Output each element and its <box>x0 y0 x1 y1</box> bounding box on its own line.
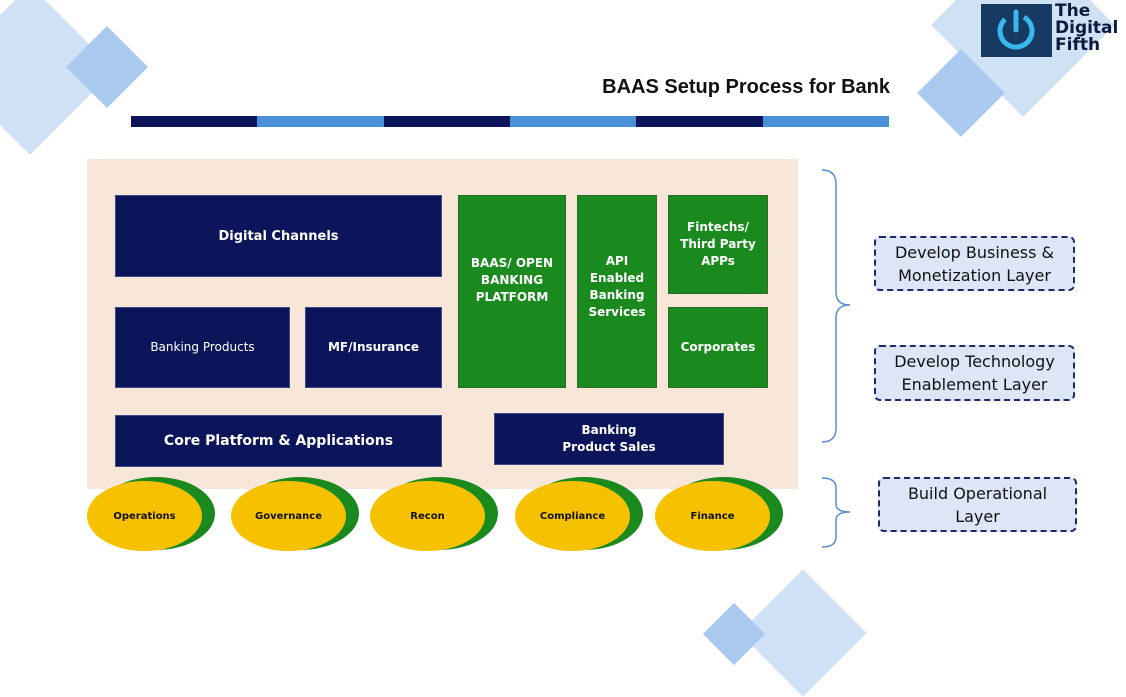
stripe-segment <box>131 116 258 127</box>
fintech-label-line-3: APPs <box>701 254 735 268</box>
baas-label-line-1: BAAS/ OPEN <box>470 256 554 270</box>
operational-layer: Build Operational Layer <box>878 477 1077 532</box>
business-monetization-layer: Develop Business & Monetization Layer <box>874 236 1075 291</box>
banking-product-sales-box: Banking Product Sales <box>494 413 724 465</box>
api-label-line-3: Banking <box>589 287 645 302</box>
stripe-segment <box>509 116 637 127</box>
digital-channels-label: Digital Channels <box>218 228 339 244</box>
operational-item-label: Compliance <box>515 481 630 551</box>
banking-products-box: Banking Products <box>115 307 290 388</box>
core-platform-label: Core Platform & Applications <box>163 433 394 449</box>
business-layer-line-2: Monetization Layer <box>898 265 1051 285</box>
logo-line-1: The <box>1055 1 1091 21</box>
mf-insurance-label: MF/Insurance <box>327 340 420 354</box>
operational-item-label: Operations <box>87 481 202 551</box>
power-icon <box>997 9 1035 50</box>
api-label-line-4: Services <box>588 304 646 319</box>
operational-item-label: Recon <box>370 481 485 551</box>
operational-item-label: Finance <box>655 481 770 551</box>
brace-lower <box>821 477 851 548</box>
stripe-segment <box>257 116 384 127</box>
decor-diamond-bottom-right-small <box>702 602 766 666</box>
stripe-segment <box>762 116 889 127</box>
brace-upper <box>821 169 851 443</box>
operational-item-label: Governance <box>231 481 346 551</box>
technology-layer-line-2: Enablement Layer <box>901 375 1048 394</box>
api-label-line-2: Enabled <box>589 270 645 285</box>
operational-layer-line-1: Build Operational <box>907 483 1048 503</box>
logo-line-3: Fifth <box>1055 35 1101 55</box>
core-platform-box: Core Platform & Applications <box>115 415 442 467</box>
stripe-segment <box>636 116 763 127</box>
corporates-box: Corporates <box>668 307 768 388</box>
logo-wordmark: The Digital Fifth <box>1055 3 1125 54</box>
operational-item-governance: Governance <box>231 477 361 552</box>
business-layer-line-1: Develop Business & <box>894 242 1055 262</box>
operational-layer-line-2: Layer <box>955 506 1000 526</box>
fintech-label-line-1: Fintechs/ <box>687 220 749 234</box>
fintech-label-line-2: Third Party <box>680 237 756 251</box>
baas-platform-box: BAAS/ OPEN BANKING PLATFORM <box>458 195 566 388</box>
operational-item-operations: Operations <box>87 477 217 552</box>
title-underline-stripe <box>131 116 889 127</box>
stripe-segment <box>383 116 510 127</box>
baas-label-line-2: BANKING <box>480 273 544 287</box>
operational-item-recon: Recon <box>370 477 500 552</box>
operational-item-compliance: Compliance <box>515 477 645 552</box>
fintech-apps-box: Fintechs/ Third Party APPs <box>668 195 768 294</box>
sales-label-line-2: Product Sales <box>562 440 656 454</box>
sales-label-line-1: Banking <box>581 423 637 437</box>
operational-item-finance: Finance <box>655 477 785 552</box>
technology-layer-line-1: Develop Technology <box>894 352 1055 371</box>
api-label-line-1: API <box>605 253 629 268</box>
technology-enablement-layer: Develop Technology Enablement Layer <box>874 345 1075 401</box>
page-title: BAAS Setup Process for Bank <box>602 76 890 98</box>
baas-label-line-3: PLATFORM <box>475 290 549 304</box>
mf-insurance-box: MF/Insurance <box>305 307 442 388</box>
logo-line-2: Digital <box>1055 18 1119 38</box>
banking-products-label: Banking Products <box>150 340 255 354</box>
digital-channels-box: Digital Channels <box>115 195 442 277</box>
api-services-box: API Enabled Banking Services <box>577 195 657 388</box>
logo-badge <box>981 4 1052 57</box>
corporates-label: Corporates <box>680 340 756 354</box>
